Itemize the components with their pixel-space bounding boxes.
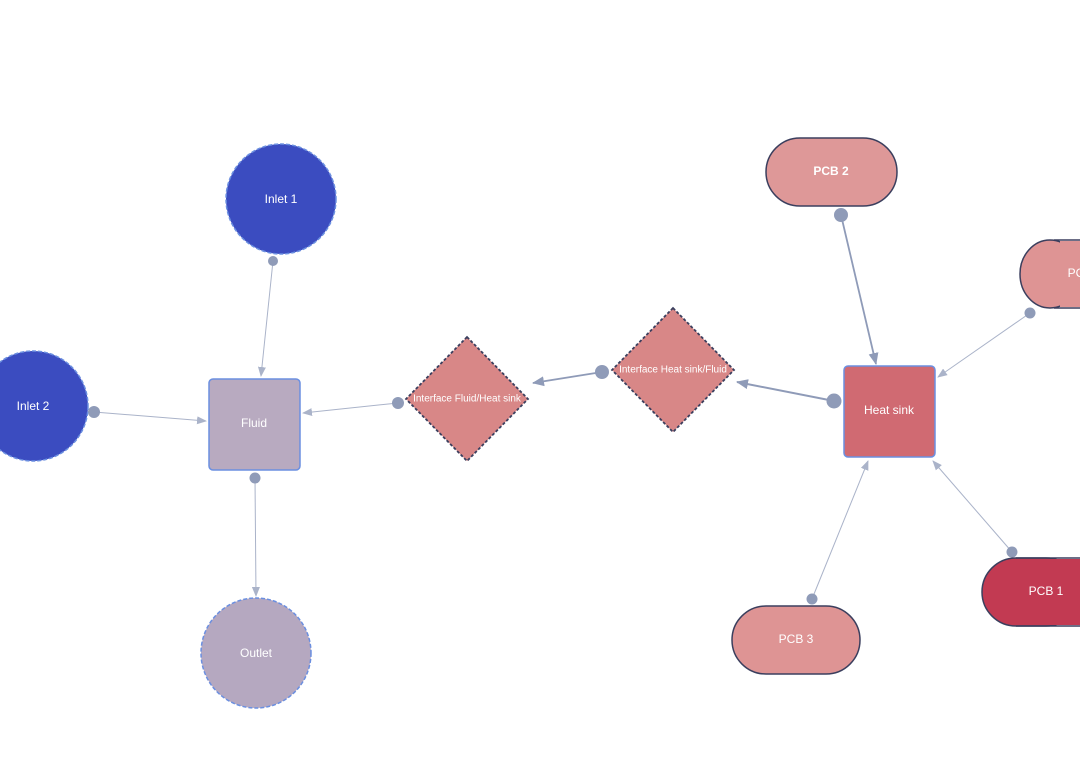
node-fluid[interactable]: Fluid: [208, 378, 301, 471]
node-pcb-2-label: PCB 2: [813, 164, 849, 178]
node-pcb-1-label: PCB 1: [1029, 584, 1064, 598]
edge-source-dot[interactable]: [1024, 307, 1036, 319]
node-interface-fluid-heat-sink-label: Interface Fluid/Heat sink: [413, 394, 522, 405]
node-pcb-4[interactable]: PC: [1019, 239, 1080, 309]
node-pcb-4-label: PC: [1068, 266, 1080, 280]
edge-source-dot[interactable]: [88, 406, 100, 418]
edge-pcb4-heatsink[interactable]: [937, 307, 1036, 378]
node-inlet-1-label: Inlet 1: [265, 192, 298, 206]
node-heat-sink-shape[interactable]: [843, 365, 936, 458]
node-interface-heat-sink-fluid[interactable]: Interface Heat sink/Fluid: [610, 306, 736, 434]
node-interface-fluid-heat-sink[interactable]: Interface Fluid/Heat sink: [404, 335, 530, 463]
node-pcb-3-shape[interactable]: [731, 605, 861, 675]
edge-pcb2-heatsink[interactable]: [834, 208, 879, 365]
node-outlet-shape[interactable]: [200, 597, 312, 709]
node-fluid-label: Fluid: [241, 416, 267, 430]
node-heat-sink[interactable]: Heat sink: [843, 365, 936, 458]
node-pcb-1-clip-fill: [1046, 559, 1080, 625]
node-inlet-2-label: Inlet 2: [17, 399, 50, 413]
node-outlet-label: Outlet: [240, 646, 273, 660]
node-fluid-shape[interactable]: [208, 378, 301, 471]
node-pcb-2-shape[interactable]: [765, 137, 898, 207]
edge-source-dot[interactable]: [268, 256, 278, 266]
edge-source-dot[interactable]: [595, 365, 609, 379]
edges: [88, 208, 1036, 605]
node-interface-fluid-heat-sink-shape[interactable]: [404, 335, 530, 463]
edge-iface-hs-fluid-to-iface-fluid-hs[interactable]: [532, 365, 609, 387]
node-pcb-4-clip-fill: [1060, 241, 1080, 307]
node-pcb-3-label: PCB 3: [779, 632, 814, 646]
edge-source-dot[interactable]: [806, 593, 818, 605]
node-pcb-2[interactable]: PCB 2: [765, 137, 898, 207]
node-inlet-2[interactable]: Inlet 2: [0, 350, 89, 462]
edge-iface-fluid-hs-to-fluid[interactable]: [302, 397, 404, 417]
edge-fluid-outlet[interactable]: [249, 472, 261, 597]
node-pcb-1[interactable]: PCB 1: [981, 557, 1080, 627]
node-inlet-2-shape[interactable]: [0, 350, 89, 462]
edge-source-dot[interactable]: [834, 208, 848, 222]
edge-heatsink-to-iface-hs-fluid[interactable]: [736, 379, 842, 409]
edge-source-dot[interactable]: [392, 397, 404, 409]
node-pcb-3[interactable]: PCB 3: [731, 605, 861, 675]
edge-pcb1-heatsink[interactable]: [932, 460, 1018, 558]
nodes: Inlet 1 Inlet 2 Fluid Outlet Interface F…: [0, 137, 1080, 709]
edge-inlet1-fluid[interactable]: [257, 256, 278, 377]
edge-source-dot[interactable]: [826, 393, 842, 409]
node-outlet[interactable]: Outlet: [200, 597, 312, 709]
node-interface-heat-sink-fluid-label: Interface Heat sink/Fluid: [619, 365, 727, 376]
node-inlet-1-shape[interactable]: [225, 143, 337, 255]
edge-source-dot[interactable]: [1006, 546, 1018, 558]
node-inlet-1[interactable]: Inlet 1: [225, 143, 337, 255]
node-heat-sink-label: Heat sink: [864, 403, 915, 417]
edge-source-dot[interactable]: [249, 472, 261, 484]
edge-inlet2-fluid[interactable]: [88, 406, 207, 425]
edge-pcb3-heatsink[interactable]: [806, 460, 869, 605]
node-interface-heat-sink-fluid-shape[interactable]: [610, 306, 736, 434]
